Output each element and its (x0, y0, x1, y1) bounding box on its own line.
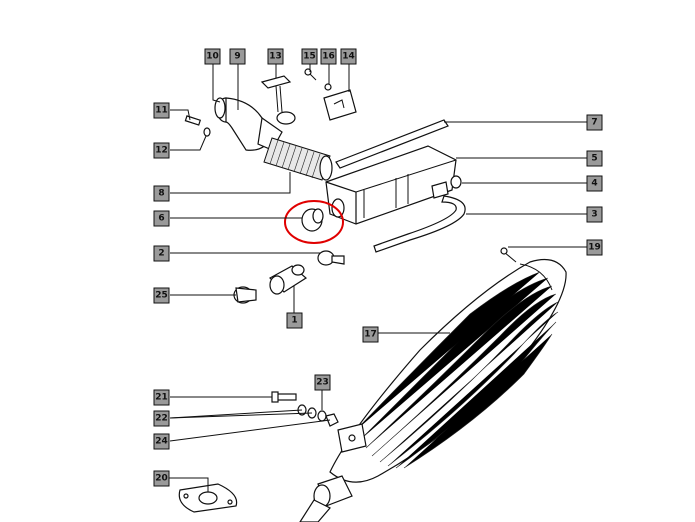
callout-5: 5 (586, 150, 603, 167)
svg-text:3: 3 (591, 210, 597, 220)
part-2-hose-clip (317, 250, 345, 266)
callout-14: 14 (340, 48, 357, 65)
part-6-rubber-plug (301, 208, 324, 232)
svg-text:12: 12 (155, 146, 168, 156)
callout-3: 3 (586, 206, 603, 223)
callout-22: 22 (153, 410, 170, 427)
callout-13: 13 (267, 48, 284, 65)
callout-12: 12 (153, 142, 170, 159)
callout-16: 16 (320, 48, 337, 65)
callout-7: 7 (586, 114, 603, 131)
part-16-washer (324, 83, 332, 91)
callout-1: 1 (286, 312, 303, 329)
callout-9: 9 (229, 48, 246, 65)
svg-text:21: 21 (155, 393, 168, 403)
part-25-clamp (233, 286, 257, 304)
part-3-drain-tube (373, 195, 466, 253)
svg-text:9: 9 (234, 52, 240, 62)
part-8-ribbed-hose (263, 137, 333, 181)
part-10-clamp-ring (214, 97, 226, 119)
part-12-washer (203, 127, 211, 137)
part-21-bolt (271, 391, 297, 403)
svg-text:7: 7 (591, 118, 597, 128)
callout-20: 20 (153, 470, 170, 487)
svg-text:25: 25 (155, 291, 168, 301)
svg-text:24: 24 (155, 437, 168, 447)
svg-text:1: 1 (291, 316, 297, 326)
svg-text:17: 17 (364, 330, 377, 340)
svg-text:4: 4 (591, 179, 597, 189)
svg-text:22: 22 (155, 414, 168, 424)
part-7-rod (335, 119, 449, 169)
svg-text:14: 14 (342, 52, 355, 62)
callout-24: 24 (153, 433, 170, 450)
svg-text:11: 11 (155, 106, 168, 116)
callout-6: 6 (153, 210, 170, 227)
highlight-ring (284, 200, 344, 244)
callout-25: 25 (153, 287, 170, 304)
svg-text:10: 10 (206, 52, 219, 62)
part-4-cap (450, 175, 462, 189)
svg-text:15: 15 (303, 52, 316, 62)
callout-10: 10 (204, 48, 221, 65)
callout-11: 11 (153, 102, 170, 119)
part-20-gasket (178, 483, 238, 513)
part-14-plate (323, 89, 357, 121)
part-17-muffler (299, 259, 567, 522)
svg-text:6: 6 (158, 214, 164, 224)
svg-text:2: 2 (158, 249, 164, 259)
callout-21: 21 (153, 389, 170, 406)
part-5-airbox (325, 145, 457, 225)
svg-text:5: 5 (591, 154, 597, 164)
svg-text:23: 23 (316, 378, 329, 388)
part-24-nut (325, 413, 339, 427)
callout-19: 19 (586, 239, 603, 256)
callout-23: 23 (314, 374, 331, 391)
part-22-washers (297, 404, 317, 419)
callout-2: 2 (153, 245, 170, 262)
callout-15: 15 (301, 48, 318, 65)
callout-8: 8 (153, 185, 170, 202)
part-1-fitting (269, 264, 308, 295)
svg-text:20: 20 (155, 474, 168, 484)
callout-4: 4 (586, 175, 603, 192)
part-13-bracket (260, 75, 296, 125)
svg-text:8: 8 (158, 189, 164, 199)
callout-17: 17 (362, 326, 379, 343)
svg-text:16: 16 (322, 52, 335, 62)
part-19-screw (500, 247, 517, 263)
svg-text:13: 13 (269, 52, 282, 62)
part-23-washer (317, 410, 327, 422)
leader-lines (168, 64, 587, 492)
part-11-bolt (184, 115, 202, 126)
svg-text:19: 19 (588, 243, 601, 253)
